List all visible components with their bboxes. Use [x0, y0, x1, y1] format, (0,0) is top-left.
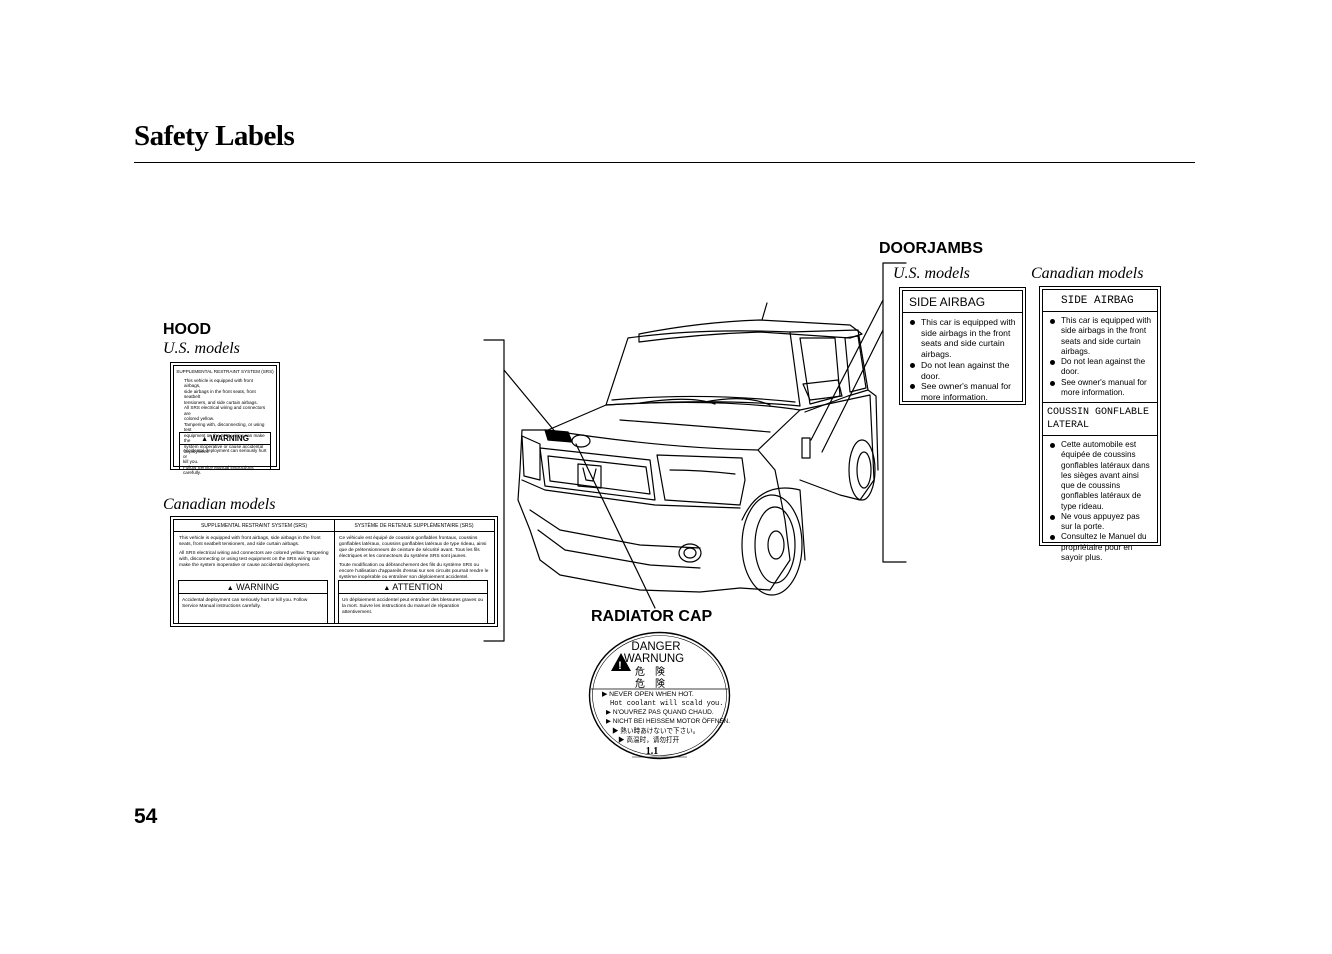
list-item: See owner's manual for more information.: [909, 381, 1018, 402]
label-line: This vehicle is equipped with front airb…: [184, 377, 253, 389]
english-header: SUPPLEMENTAL RESTRAINT SYSTEM (SRS): [174, 520, 334, 532]
list-item: Do not lean against the door.: [1049, 357, 1153, 378]
page-number: 54: [134, 805, 158, 828]
english-paragraph: This vehicle is equipped with front airb…: [179, 536, 321, 547]
svg-text:!: !: [618, 660, 622, 672]
doorjambs-heading: DOORJAMBS: [879, 240, 984, 257]
label-title: SIDE AIRBAG: [903, 291, 1022, 313]
list-item: This car is equipped with side airbags i…: [1049, 316, 1153, 357]
list-item: This car is equipped with side airbags i…: [909, 317, 1018, 360]
cap-line: ▶ 高温时，请勿打开: [618, 735, 680, 744]
french-column: SYSTÈME DE RETENUE SUPPLÉMENTAIRE (SRS) …: [334, 520, 494, 624]
english-warning-box: ▲ WARNING Accidental deployment can seri…: [178, 580, 328, 624]
doorjambs-us-models-caption: U.S. models: [893, 265, 970, 282]
hood-us-srs-label: SUPPLEMENTAL RESTRAINT SYSTEM (SRS) This…: [170, 362, 280, 475]
warning-text: Accidental deployment can seriously hurt…: [183, 448, 267, 475]
warning-triangle-icon: [611, 653, 631, 671]
label-body: This vehicle is equipped with front airb…: [174, 375, 276, 455]
hood-us-models-caption: U.S. models: [163, 340, 240, 357]
radiator-cap-heading: RADIATOR CAP: [591, 608, 713, 625]
french-paragraph: Toute modification ou débranchement des …: [339, 562, 489, 580]
radiator-leader-line: [575, 443, 656, 609]
cap-line: Hot coolant will scald you.: [610, 700, 723, 708]
french-paragraph: Ce véhicule est équipé de coussins gonfl…: [339, 536, 487, 559]
label-header: SUPPLEMENTAL RESTRAINT SYSTEM (SRS): [176, 369, 274, 374]
warning-box: ▲ WARNING Accidental deployment can seri…: [179, 432, 271, 475]
cap-line: ▶ 熱い時あけないで下さい。: [612, 726, 699, 735]
cap-line: ▶ NEVER OPEN WHEN HOT.: [602, 691, 694, 698]
warning-triangle-icon: ▲: [226, 585, 234, 592]
doorjamb-bracket: [882, 262, 907, 563]
list-item: See owner's manual for more information.: [1049, 378, 1153, 399]
label-line: deployment.: [184, 449, 210, 454]
doorjamb-canadian-side-airbag-label: SIDE AIRBAG This car is equipped with si…: [1039, 286, 1161, 562]
english-paragraph: All SRS electrical wiring and connectors…: [179, 550, 329, 568]
warning-triangle-icon: ▲: [201, 436, 209, 443]
hood-heading: HOOD: [163, 321, 211, 338]
page-title: Safety Labels: [134, 120, 295, 152]
label-items: This car is equipped with side airbags i…: [903, 313, 1022, 407]
doorjamb-us-side-airbag-label: SIDE AIRBAG This car is equipped with si…: [899, 287, 1026, 405]
cap-danger-text: DANGER: [631, 641, 680, 653]
warning-triangle-icon: ▲: [383, 585, 391, 592]
cap-line: ▶ NICHT BEI HEISSEM MOTOR ÖFFNEN.: [606, 717, 730, 725]
french-header: SYSTÈME DE RETENUE SUPPLÉMENTAIRE (SRS): [334, 520, 494, 532]
label-line: side airbags in the front seats, front s…: [184, 388, 256, 400]
cap-jp-text: 危 険: [635, 666, 665, 678]
cap-cn-text: 危 険: [635, 678, 665, 690]
doorjamb-leader-line: [810, 299, 884, 441]
warning-title: ▲ WARNING: [180, 433, 270, 445]
title-divider: [134, 162, 1195, 163]
label-line: equipment on the SRS wiring can make the: [184, 432, 265, 444]
cap-warnung-text: WARNUNG: [624, 653, 684, 665]
label-title: SIDE AIRBAG: [1043, 290, 1157, 312]
radiator-cap-label: ! DANGER WARNUNG 危 険 危 険 ▶ NEVER OPEN WH…: [588, 631, 730, 760]
label-line: Tampering with, disconnecting, or using …: [184, 421, 265, 433]
french-items: Cette automobile est équipée de coussins…: [1043, 436, 1157, 567]
french-title: COUSSIN GONFLABLE LATERAL: [1043, 402, 1157, 436]
label-line: system inoperative or cause accidental: [184, 443, 264, 449]
label-items: This car is equipped with side airbags i…: [1043, 312, 1157, 402]
list-item: Ne vous appuyez pas sur la porte.: [1049, 512, 1153, 533]
cap-pressure-text: 1.1: [646, 746, 659, 757]
list-item: Consultez le Manuel du propriétaire pour…: [1049, 532, 1153, 563]
label-line: colored yellow.: [184, 416, 215, 421]
list-item: Do not lean against the door.: [909, 360, 1018, 381]
label-line: tensioners, and side curtain airbags.: [184, 399, 258, 405]
cap-line: ▶ N'OUVREZ PAS QUAND CHAUD.: [606, 709, 714, 716]
hood-bracket: [483, 339, 505, 642]
english-column: SUPPLEMENTAL RESTRAINT SYSTEM (SRS) This…: [174, 520, 335, 624]
french-warning-box: ▲ ATTENTION Un déploiement accidentel pe…: [338, 580, 488, 624]
doorjambs-canadian-models-caption: Canadian models: [1031, 265, 1144, 282]
hood-canadian-srs-label: SUPPLEMENTAL RESTRAINT SYSTEM (SRS) This…: [170, 516, 498, 627]
label-line: All SRS electrical wiring and connectors…: [184, 405, 266, 416]
hood-canadian-models-caption: Canadian models: [163, 496, 276, 513]
list-item: Cette automobile est équipée de coussins…: [1049, 440, 1153, 512]
hood-leader-line: [503, 369, 558, 435]
